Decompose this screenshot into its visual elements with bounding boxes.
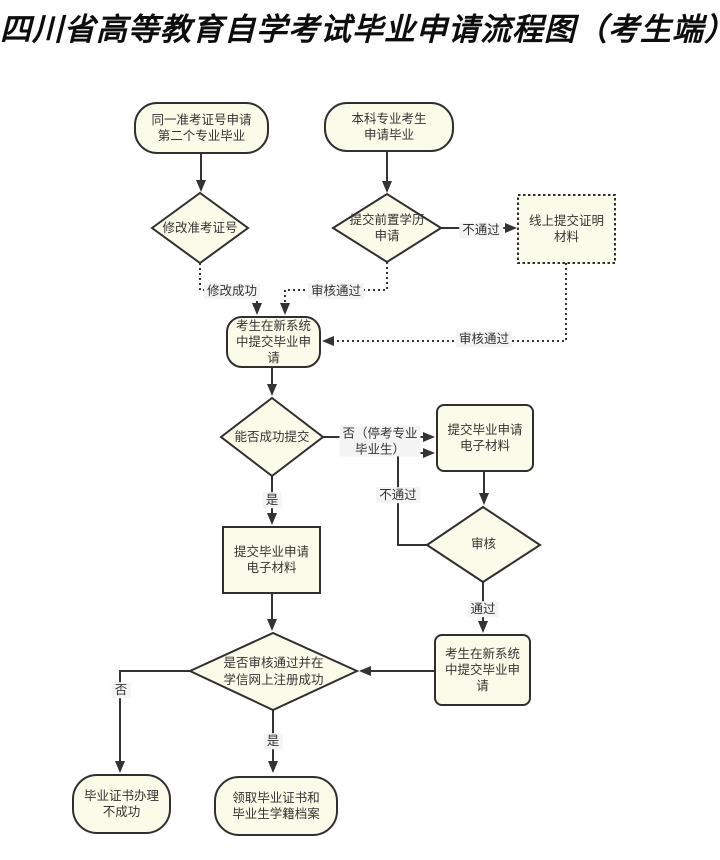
node-submit-materials-right-shape <box>436 404 534 472</box>
node-bachelor-apply-shape <box>324 102 454 152</box>
node-receive-cert-shape <box>214 776 338 836</box>
page-title: 四川省高等教育自学考试毕业申请流程图（考生端） <box>0 12 720 48</box>
edge-label-no-final: 否 <box>111 682 131 698</box>
node-same-ticket-shape <box>134 102 269 154</box>
edge-label-yes-final: 是 <box>263 733 283 749</box>
decision-modify-ticket-shape <box>150 191 250 265</box>
edge-label-no-suspended: 否（停考专业 毕业生） <box>339 425 421 457</box>
decision-review-shape <box>425 505 542 584</box>
edge-label-not-pass-top: 不通过 <box>459 222 503 238</box>
node-submit-new-system-1-shape <box>226 316 321 368</box>
decision-prior-education-shape <box>331 192 443 264</box>
edge-label-not-pass-review: 不通过 <box>376 487 420 503</box>
edge-prior-review-pass <box>280 262 388 315</box>
edge-label-review-pass-proof: 审核通过 <box>455 331 513 347</box>
edge-label-yes-submit: 是 <box>262 492 282 508</box>
edge-label-pass: 通过 <box>467 601 499 617</box>
edge-final-no <box>115 670 190 773</box>
node-online-proof-shape <box>517 194 616 264</box>
edge-label-modify-success: 修改成功 <box>203 283 261 299</box>
node-submit-materials-left-shape <box>222 526 321 594</box>
edge-label-review-pass-top: 审核通过 <box>307 283 365 299</box>
decision-final-check-shape <box>187 631 360 712</box>
edge-proof-review-pass <box>322 263 567 346</box>
node-submit-new-system-2-shape <box>434 634 531 706</box>
node-cert-fail-shape <box>72 774 171 834</box>
decision-can-submit-shape <box>219 396 325 478</box>
